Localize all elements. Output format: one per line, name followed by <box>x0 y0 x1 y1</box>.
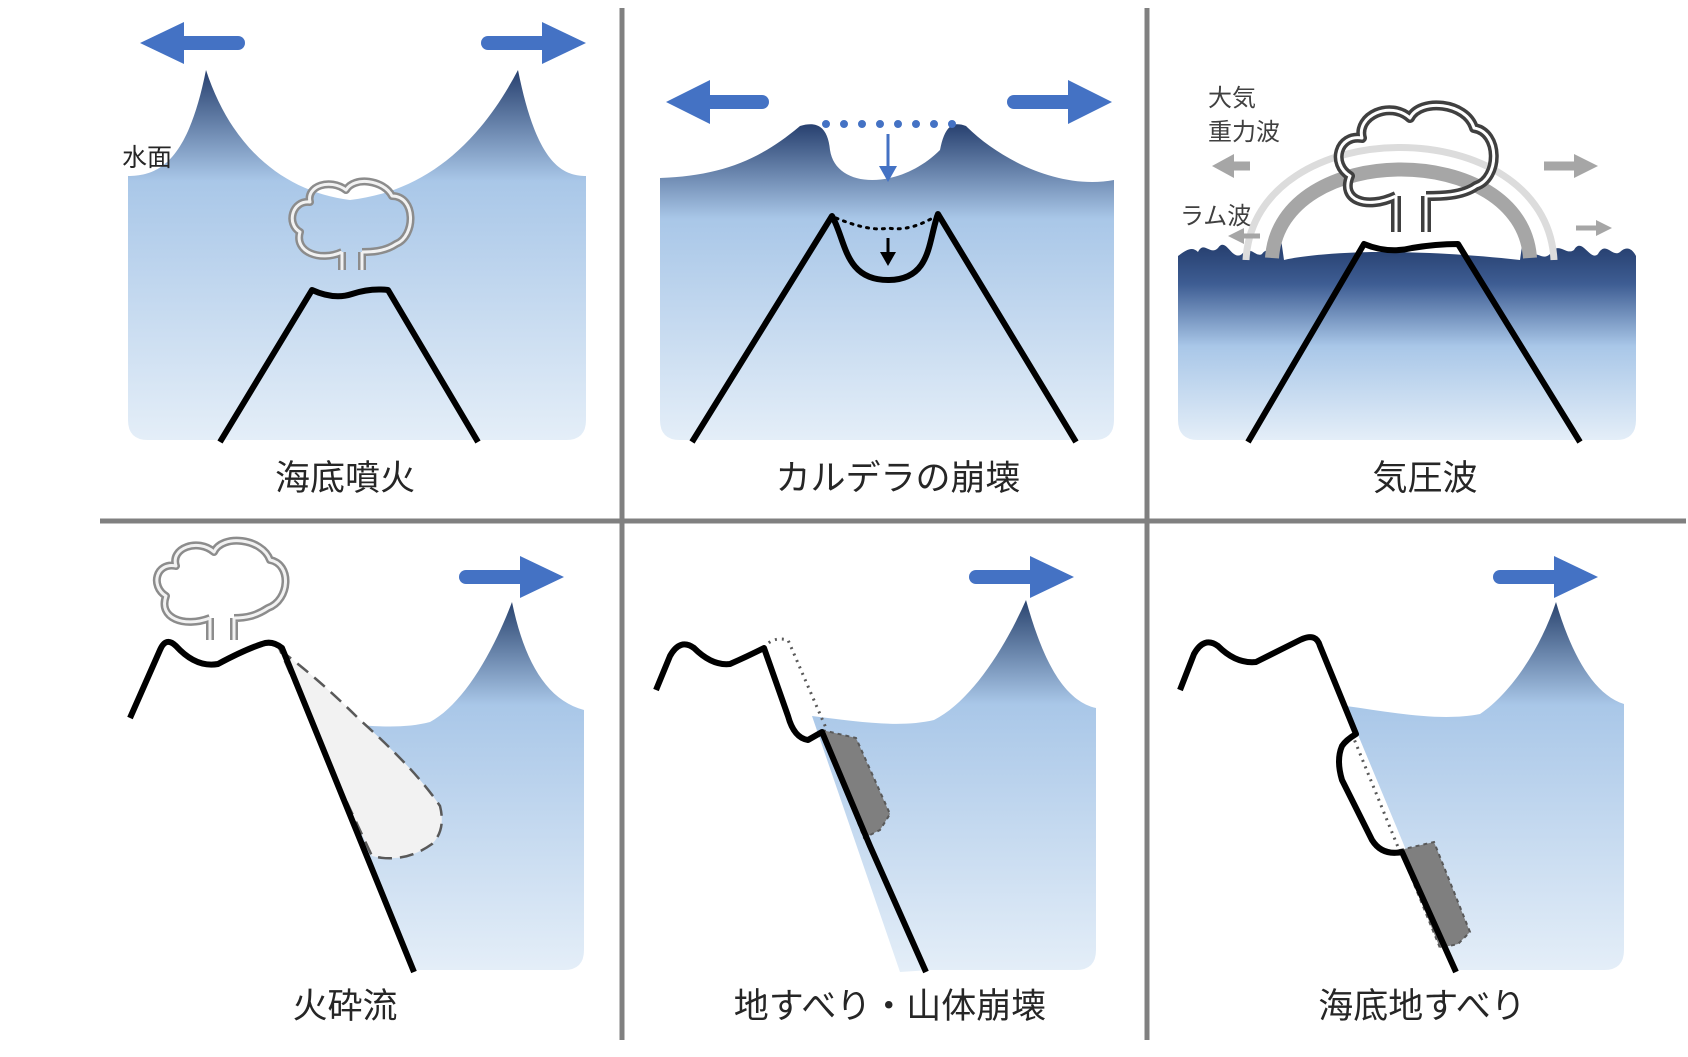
volcano-outline <box>1245 241 1583 444</box>
volcano-outline <box>653 641 929 974</box>
water-body <box>1346 602 1624 970</box>
panel-dividers <box>100 8 1686 1040</box>
wave-arrow-left <box>140 22 245 64</box>
landslide-block <box>1398 840 1472 950</box>
panel-pyroclastic-flow: 火砕流 <box>127 536 584 1027</box>
eruption-plume-inner <box>1337 103 1496 232</box>
original-slope-dotted <box>762 637 828 729</box>
panel-submarine-landslide: 海底地すべり <box>1177 556 1624 1027</box>
volcano-outline <box>217 286 481 444</box>
atmospheric-gravity-wave-label-2: 重力波 <box>1208 118 1280 146</box>
gravity-wave-arrow-left <box>1212 154 1250 178</box>
water-body <box>318 602 584 970</box>
water-body <box>128 70 586 440</box>
water-surface-label: 水面 <box>122 143 172 172</box>
volcano-outline <box>127 638 417 974</box>
panel-caption: 気圧波 <box>1372 459 1477 499</box>
lamb-wave-arrow-left <box>1228 228 1260 244</box>
panel-caldera-collapse: カルデラの崩壊 <box>660 80 1114 499</box>
panel-caption: カルデラの崩壊 <box>775 459 1020 499</box>
wave-arrow-right <box>1007 80 1112 124</box>
wave-arrow-right <box>1493 556 1598 598</box>
panel-caption: 海底噴火 <box>275 459 415 499</box>
gravity-wave-arc <box>1265 162 1537 259</box>
volcano-outline <box>689 211 1079 444</box>
panel-caption: 海底地すべり <box>1318 987 1526 1027</box>
subsidence-arrow-black <box>880 238 896 266</box>
gravity-wave-arrow-right <box>1544 154 1598 178</box>
water-body <box>1178 232 1636 440</box>
wave-arrow-right <box>481 22 586 64</box>
pyroclastic-cloud <box>276 646 443 860</box>
lamb-wave-label: ラム波 <box>1180 202 1251 230</box>
lamb-wave-arrow-right <box>1576 220 1612 236</box>
original-crater-dotted <box>834 214 938 231</box>
eruption-plume-inner <box>155 539 287 640</box>
lamb-wave-arc <box>1242 144 1558 261</box>
panel-pressure-wave: 大気 重力波 ラム波 気圧波 <box>1178 84 1636 499</box>
wave-arrow-right <box>969 556 1074 598</box>
panel-caption: 火砕流 <box>292 987 397 1027</box>
panel-landslide: 地すべり・山体崩壊 <box>653 556 1096 1027</box>
panel-caption: 地すべり・山体崩壊 <box>734 987 1047 1027</box>
subsidence-arrow-blue <box>879 134 897 182</box>
original-slope-dotted <box>1350 733 1402 853</box>
panel-submarine-eruption: 水面 海底噴火 <box>122 22 586 499</box>
volcano-outline <box>1177 634 1459 974</box>
wave-arrow-right <box>459 556 564 598</box>
atmospheric-gravity-wave-label-1: 大気 <box>1208 84 1256 112</box>
landslide-block <box>820 728 892 840</box>
eruption-plume-inner <box>290 179 412 270</box>
wave-arrow-left <box>666 80 769 124</box>
